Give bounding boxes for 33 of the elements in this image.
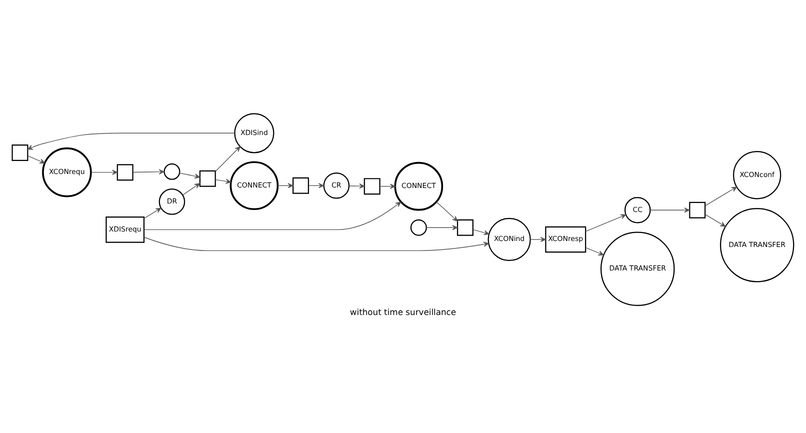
arrow xyxy=(650,207,690,212)
arrow xyxy=(144,207,162,218)
arrow xyxy=(144,201,402,230)
arrow xyxy=(436,201,458,221)
arrow xyxy=(348,183,365,188)
arrow xyxy=(132,168,164,174)
arrow xyxy=(585,246,604,255)
node-box xyxy=(199,170,216,186)
arrow xyxy=(704,214,726,226)
node-box xyxy=(456,218,474,236)
arrow xyxy=(27,154,46,164)
arrow xyxy=(215,178,232,184)
arrow xyxy=(277,182,294,188)
arrow xyxy=(182,182,200,195)
arrow xyxy=(308,182,324,188)
node-box xyxy=(689,201,706,218)
arrow xyxy=(585,214,626,232)
node-box xyxy=(116,164,134,180)
arrow xyxy=(380,183,396,188)
arrow xyxy=(144,236,490,251)
node-circle xyxy=(410,218,427,236)
arrow xyxy=(704,186,737,206)
node-circle xyxy=(164,162,180,180)
arrow xyxy=(179,172,200,178)
node-box xyxy=(12,144,28,160)
arrow xyxy=(472,228,490,235)
node-box xyxy=(364,178,380,194)
node-box xyxy=(292,176,309,194)
arrow xyxy=(530,236,546,242)
caption: without time surveillance xyxy=(350,306,456,317)
arrow xyxy=(426,224,458,230)
arrow xyxy=(215,146,240,172)
arrow xyxy=(90,169,118,174)
